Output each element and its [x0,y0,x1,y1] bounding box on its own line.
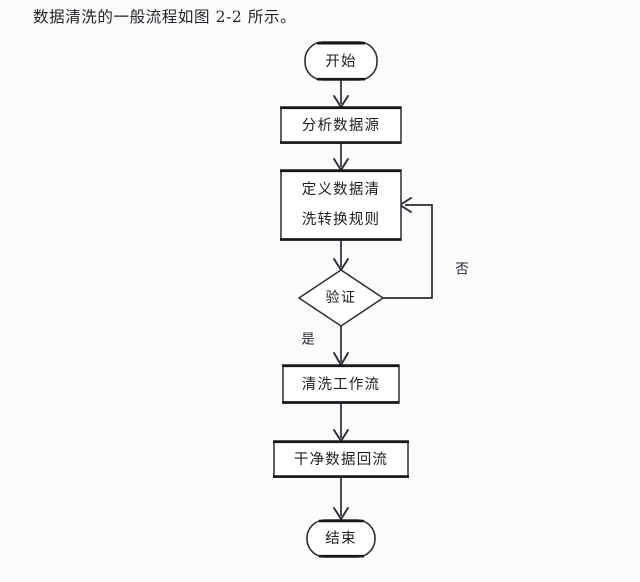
node-cleaning-workflow[interactable]: 清洗工作流 [282,364,400,404]
connector-workflow-to-return [333,403,349,442]
figure-caption: 数据清洗的一般流程如图 2-2 所示。 [33,8,297,26]
node-clean-data-return-label: 干净数据回流 [294,451,388,468]
edge-label-yes: 是 [301,332,315,348]
node-end[interactable]: 结束 [306,519,376,558]
node-clean-data-return[interactable]: 干净数据回流 [273,440,409,478]
node-analyze-source[interactable]: 分析数据源 [280,106,402,144]
node-define-rules-label-line1: 定义数据清 [302,181,381,198]
connector-define-to-verify [333,240,349,271]
connector-analyze-to-define [333,143,349,171]
node-end-label: 结束 [325,530,356,547]
node-verify-decision[interactable]: 验证 [297,269,385,327]
node-cleaning-workflow-label: 清洗工作流 [302,376,381,393]
node-define-rules[interactable]: 定义数据清 洗转换规则 [280,169,402,241]
connector-return-to-end [333,477,349,520]
node-start-label: 开始 [325,53,356,70]
connector-start-to-analyze [333,80,349,108]
node-analyze-source-label: 分析数据源 [302,117,381,134]
node-define-rules-label-line2: 洗转换规则 [302,211,381,228]
edge-label-no: 否 [455,262,469,278]
node-start[interactable]: 开始 [304,41,378,81]
connector-verify-to-workflow [333,326,349,366]
node-verify-decision-label: 验证 [326,290,357,306]
